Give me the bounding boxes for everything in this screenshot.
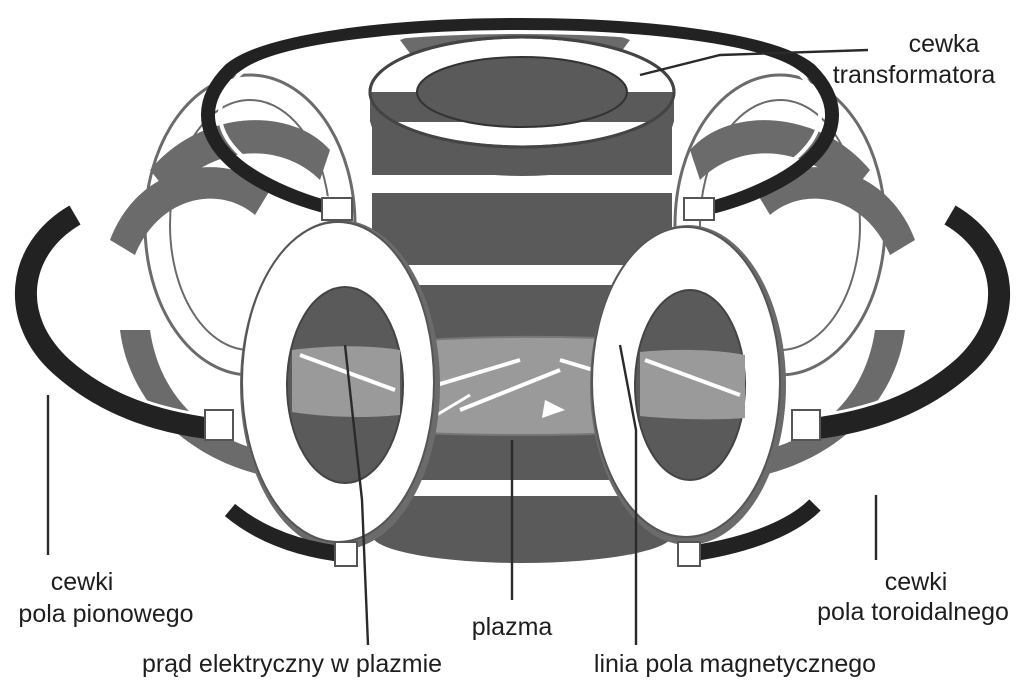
leader-lines <box>46 48 878 646</box>
vertical-field-coil-lower <box>224 499 821 567</box>
label-plasma: plazma <box>472 613 553 641</box>
label-magnetic-field-line: linia pola magnetycznego <box>594 650 876 678</box>
leader-transformer-coil <box>639 48 869 77</box>
transformer-coil <box>368 35 676 176</box>
plasma-through-windows <box>292 346 745 420</box>
leader-magnetic-field-line <box>618 344 638 645</box>
vertical-field-coil-right <box>791 205 1011 441</box>
vertical-field-coil-upper <box>201 18 839 219</box>
label-toroidal-field-coils-line2: pola toroidalnego <box>817 598 1009 626</box>
label-toroidal-field-coils-line1: cewki <box>885 568 948 596</box>
label-transformer-coil-line2: transformatora <box>833 61 996 89</box>
label-vertical-field-coils-line1: cewki <box>51 568 114 596</box>
label-plasma-current: prąd elektryczny w plazmie <box>142 650 442 678</box>
label-transformer-coil-line1: cewka <box>909 30 980 58</box>
vertical-field-coil-left <box>14 205 234 441</box>
upper-coil-ends <box>321 197 715 221</box>
leader-plasma-current <box>343 344 370 646</box>
labels: cewka transformatora cewki pola pionoweg… <box>18 30 1008 678</box>
label-vertical-field-coils-line2: pola pionowego <box>18 600 193 628</box>
